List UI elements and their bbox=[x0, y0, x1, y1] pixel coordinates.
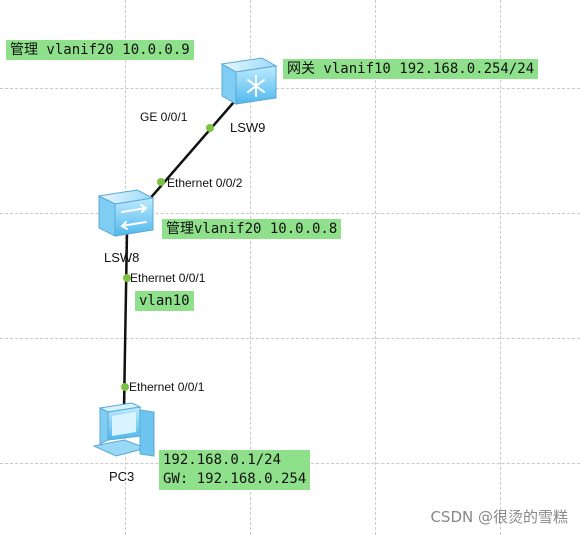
watermark-text: CSDN @很烫的雪糕 bbox=[430, 508, 568, 526]
pc3-name-label: PC3 bbox=[109, 469, 135, 484]
grid-line bbox=[0, 213, 580, 214]
pc3-port-label: Ethernet 0/0/1 bbox=[129, 380, 205, 394]
lsw8-name-label: LSW8 bbox=[104, 250, 140, 265]
lsw8-down-port-label: Ethernet 0/0/1 bbox=[130, 271, 206, 285]
pc-icon[interactable] bbox=[92, 402, 155, 457]
lsw9-mgmt-label: 管理 vlanif20 10.0.0.9 bbox=[6, 40, 194, 60]
pc-ip-label: 192.168.0.1/24 GW: 192.168.0.254 bbox=[159, 450, 311, 490]
port-dot-lsw8-down[interactable] bbox=[123, 274, 131, 282]
grid-line bbox=[375, 0, 376, 535]
lsw9-name-label: LSW9 bbox=[230, 120, 266, 135]
pc-gw-text: GW: 192.168.0.254 bbox=[163, 471, 307, 487]
lsw9-port-label: GE 0/0/1 bbox=[140, 110, 188, 124]
l3-switch-icon[interactable] bbox=[220, 57, 278, 105]
l2-switch-icon[interactable] bbox=[97, 189, 155, 237]
lsw8-up-port-label: Ethernet 0/0/2 bbox=[167, 176, 243, 190]
grid-line bbox=[250, 0, 251, 535]
port-dot-lsw9[interactable] bbox=[206, 124, 214, 132]
grid-line bbox=[0, 338, 580, 339]
gateway-label: 网关 vlanif10 192.168.0.254/24 bbox=[283, 59, 539, 79]
port-dot-lsw8-up[interactable] bbox=[157, 178, 165, 186]
link-lsw9-lsw8[interactable] bbox=[133, 94, 241, 218]
grid-line bbox=[500, 0, 501, 535]
pc-ip-text: 192.168.0.1/24 bbox=[163, 452, 282, 468]
port-dot-pc3[interactable] bbox=[121, 383, 129, 391]
lsw8-mgmt-label: 管理vlanif20 10.0.0.8 bbox=[162, 219, 342, 239]
vlan-label: vlan10 bbox=[135, 291, 194, 311]
grid-line bbox=[0, 88, 580, 89]
link-lsw8-pc3[interactable] bbox=[122, 231, 129, 409]
